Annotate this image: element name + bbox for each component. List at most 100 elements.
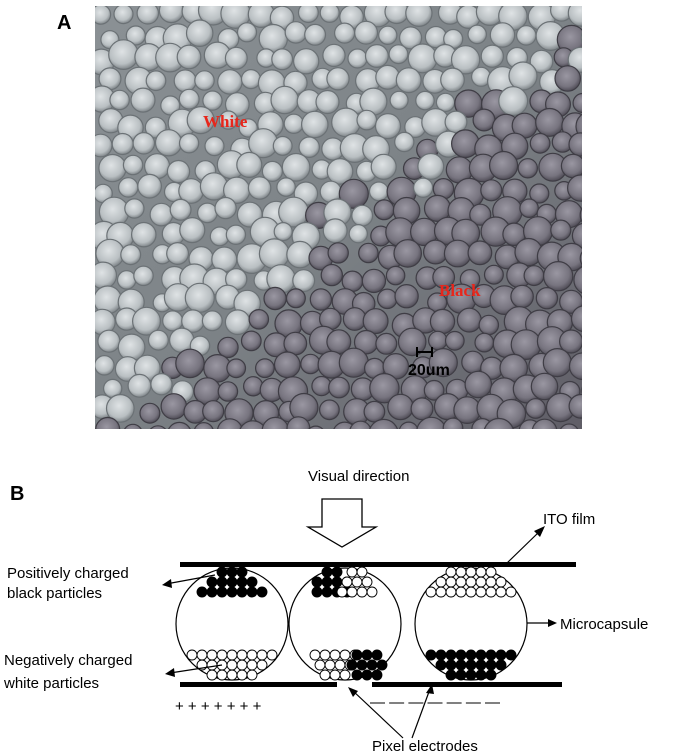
white-particle [339, 669, 351, 681]
capsule [373, 199, 395, 221]
panel-a-letter: A [57, 12, 72, 34]
white-particle [216, 669, 228, 681]
capsule [160, 393, 188, 420]
capsule [270, 85, 299, 115]
white-particle [246, 669, 258, 681]
black-particle [445, 659, 457, 671]
black-particle [351, 669, 363, 681]
capsule [450, 45, 481, 75]
capsule [240, 330, 262, 352]
capsule [122, 154, 144, 176]
capsule [356, 109, 378, 131]
capsule [575, 113, 582, 139]
white-particle [445, 586, 457, 598]
capsule [240, 68, 262, 90]
negatively-charged-label-2: white particles [3, 675, 99, 692]
white-particle [329, 669, 341, 681]
capsule [580, 31, 582, 44]
capsule [510, 284, 534, 309]
capsule [95, 261, 118, 290]
black-particle [321, 576, 333, 588]
capsule [483, 264, 504, 285]
capsule [326, 67, 350, 91]
capsule [95, 355, 115, 376]
capsule [178, 88, 200, 110]
capsule [108, 39, 139, 70]
capsule [322, 43, 346, 68]
capsule [154, 129, 183, 157]
capsule [236, 151, 263, 178]
capsule [272, 135, 293, 156]
capsule [178, 133, 200, 154]
capsule [498, 86, 529, 117]
black-particle [475, 669, 487, 681]
capsule [319, 6, 340, 23]
black-particle [465, 669, 477, 681]
white-particle [266, 649, 278, 661]
black-particle [321, 586, 333, 598]
capsule [385, 265, 406, 286]
capsule [423, 379, 445, 401]
capsule [529, 132, 551, 154]
capsule [440, 67, 465, 93]
capsule [529, 183, 550, 204]
capsule [179, 217, 206, 244]
white-particle [319, 649, 331, 661]
capsule [184, 282, 215, 313]
capsule [559, 423, 579, 429]
capsule [342, 307, 367, 331]
ito-film [180, 562, 576, 567]
capsule [109, 89, 130, 111]
white-particle [196, 649, 208, 661]
capsule [214, 196, 237, 220]
capsule [285, 288, 306, 309]
capsule [444, 330, 465, 351]
black-particle [455, 659, 467, 671]
black-particle [216, 586, 228, 598]
capsule [567, 174, 582, 202]
capsule [318, 399, 340, 421]
black-particle [246, 586, 258, 598]
capsule [478, 314, 500, 336]
capsule [327, 242, 349, 264]
capsule [315, 89, 340, 115]
white-particle [485, 586, 497, 598]
capsule [559, 289, 582, 314]
capsule [308, 425, 324, 429]
capsule [467, 24, 487, 45]
black-particle [485, 659, 497, 671]
capsule [176, 44, 202, 70]
black-particle [321, 566, 333, 578]
capsule [579, 251, 582, 266]
capsule [472, 108, 496, 132]
capsule [136, 6, 160, 25]
white-particle [236, 659, 248, 671]
black-particle [346, 659, 358, 671]
capsule [166, 159, 191, 184]
capsule [217, 336, 239, 359]
capsule [204, 136, 225, 157]
capsule [328, 376, 350, 399]
black-particle [475, 649, 487, 661]
white-particle [505, 586, 517, 598]
capsule [127, 373, 152, 398]
capsule [322, 218, 348, 244]
white-particle [334, 659, 346, 671]
white-particle [475, 566, 487, 578]
capsule [137, 173, 162, 199]
white-particle [475, 586, 487, 598]
capsule [559, 329, 582, 354]
capsule [173, 69, 197, 93]
capsule [145, 70, 167, 92]
capsule [525, 398, 547, 419]
capsule [416, 416, 447, 429]
white-particle [309, 649, 321, 661]
capsule [368, 181, 389, 202]
black-particle [216, 576, 228, 588]
capsule [217, 381, 239, 402]
white-particle [455, 586, 467, 598]
black-particle [495, 649, 507, 661]
capsule [474, 332, 495, 353]
capsule [480, 44, 504, 68]
capsule [362, 308, 389, 335]
